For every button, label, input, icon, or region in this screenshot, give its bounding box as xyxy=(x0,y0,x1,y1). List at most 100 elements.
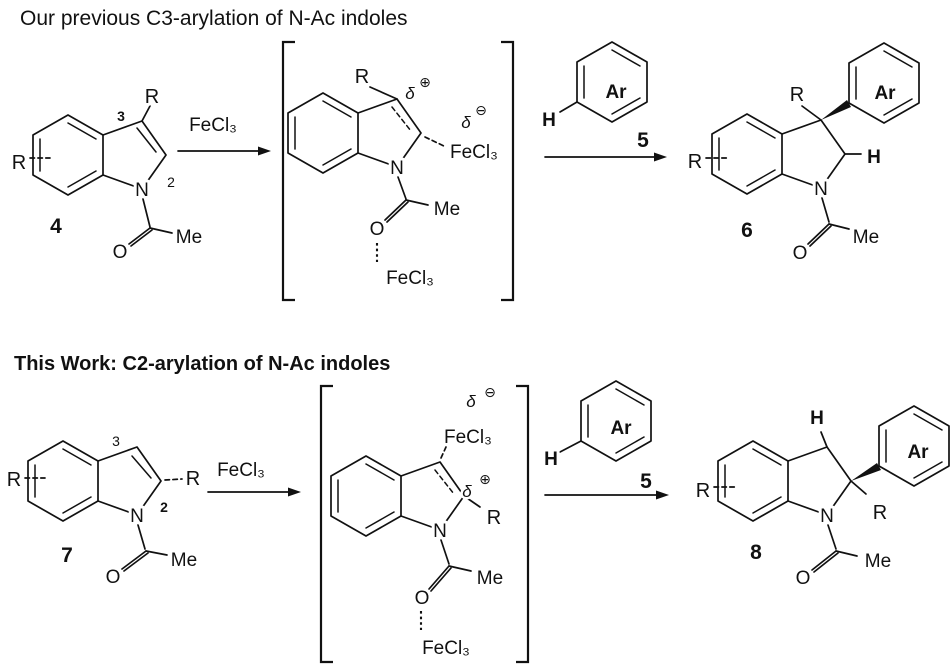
delta-symbol: δ xyxy=(461,113,471,132)
n-atom-label: N xyxy=(814,179,828,200)
n-acetyl-bond xyxy=(137,524,146,550)
carbonyl-double-bond xyxy=(121,550,149,572)
c-me-bond xyxy=(405,199,429,206)
compound-number-5: 5 xyxy=(637,129,649,152)
pyrrole-ring xyxy=(102,120,167,190)
n-acetyl-bond xyxy=(142,198,151,228)
ar-label: Ar xyxy=(907,442,929,463)
me-group-label: Me xyxy=(853,227,879,248)
ar-benzene-double-bonds xyxy=(885,413,943,479)
ar-benzene-ring xyxy=(580,380,652,462)
arrow-head-icon xyxy=(288,487,301,497)
c2-r-bond xyxy=(463,495,481,508)
pyrrolidine-ring xyxy=(787,446,852,516)
benzene-double-bonds xyxy=(34,448,92,514)
carbonyl-double-bond xyxy=(384,199,409,223)
n-acetyl-bond xyxy=(397,176,407,200)
c2-fecl3-bond xyxy=(424,136,447,148)
c3-r-bond xyxy=(801,105,822,121)
position-2-label: 2 xyxy=(167,174,175,190)
circled-plus-icon: ⊕ xyxy=(419,74,431,90)
arene-addition-bottom: Ar H 5 xyxy=(541,380,669,500)
n-atom-label: N xyxy=(390,158,404,179)
delta-symbol: δ xyxy=(405,84,415,103)
pyrrolidine-ring xyxy=(781,119,846,189)
c3-ar-wedge-bond xyxy=(821,100,851,120)
me-group-label: Me xyxy=(176,227,202,248)
benzene-ring xyxy=(287,92,359,174)
n-atom-label: N xyxy=(130,506,144,527)
ar-benzene-double-bonds xyxy=(587,388,645,454)
o-atom-label: O xyxy=(113,242,128,263)
r-group-label: R xyxy=(688,151,702,173)
benzene-ring xyxy=(27,440,99,522)
c-me-bond xyxy=(835,550,858,557)
c2-c3-double-bond xyxy=(136,127,157,153)
h-atom-label: H xyxy=(542,110,556,131)
circled-minus-icon: ⊖ xyxy=(475,102,487,118)
n-atom-label: N xyxy=(135,180,149,201)
carbonyl-double-bond xyxy=(807,223,832,247)
arrow-head-icon xyxy=(654,152,667,162)
carbonyl-double-bond xyxy=(428,565,452,592)
circled-plus-icon: ⊕ xyxy=(479,471,491,487)
delta-symbol: δ xyxy=(466,392,476,411)
ar-label: Ar xyxy=(610,418,632,439)
compound-number-5: 5 xyxy=(640,470,652,493)
c-me-bond xyxy=(448,565,472,572)
carbonyl-double-bond xyxy=(128,227,153,247)
compound-number-4: 4 xyxy=(50,215,62,238)
ar-benzene-ring xyxy=(878,405,950,487)
ar-benzene-ring xyxy=(576,41,648,123)
o-atom-label: O xyxy=(796,568,811,589)
o-fecl3-label: FeCl₃ xyxy=(386,268,434,289)
o-atom-label: O xyxy=(106,567,121,588)
o-atom-label: O xyxy=(415,588,430,609)
scheme-previous-work: Our previous C3-arylation of N-Ac indole… xyxy=(9,7,920,302)
ar-label: Ar xyxy=(874,83,896,104)
r-group-label: R xyxy=(7,469,21,491)
arrow-head-icon xyxy=(656,490,669,500)
scheme-this-work: This Work: C2-arylation of N-Ac indoles … xyxy=(4,353,950,664)
n-atom-label: N xyxy=(820,506,834,527)
compound-8: R H Ar R N O Me 8 xyxy=(693,405,950,592)
benzene-double-bonds xyxy=(718,121,776,187)
intermediate-complex-bottom: FeCl₃ δ ⊖ δ ⊕ R N O Me FeCl₃ xyxy=(319,382,530,664)
compound-number-7: 7 xyxy=(61,544,73,567)
compound-number-8: 8 xyxy=(750,541,762,564)
c3-fecl3-label: FeCl₃ xyxy=(444,427,492,448)
benzene-ring xyxy=(32,114,104,196)
position-3-label: 3 xyxy=(112,433,120,449)
reagent-arrow-top: FeCl₃ xyxy=(177,112,271,156)
scheme-bottom-title: This Work: C2-arylation of N-Ac indoles xyxy=(14,353,390,375)
benzene-double-bonds xyxy=(294,100,352,166)
o-atom-label: O xyxy=(370,219,385,240)
pyrrole-ring xyxy=(400,461,465,531)
h-ar-bond xyxy=(559,101,578,113)
me-group-label: Me xyxy=(434,199,460,220)
position-3-label: 3 xyxy=(117,108,125,124)
c2-fecl3-label: FeCl₃ xyxy=(450,142,498,163)
compound-number-6: 6 xyxy=(741,219,753,242)
benzene-double-bonds xyxy=(39,122,97,188)
c2-r-group-label: R xyxy=(487,507,501,529)
c3-r-bond xyxy=(141,105,151,122)
c3-r-group-label: R xyxy=(790,84,804,106)
c-me-bond xyxy=(145,550,168,556)
n-acetyl-bond xyxy=(821,197,830,223)
n-atom-label: N xyxy=(433,521,447,542)
bracket-left-icon xyxy=(319,384,333,664)
ar-benzene-double-bonds xyxy=(855,50,913,116)
bracket-right-icon xyxy=(501,40,515,302)
n-acetyl-bond xyxy=(440,539,450,565)
circled-minus-icon: ⊖ xyxy=(484,384,496,400)
c3-r-group-label: R xyxy=(355,66,369,88)
c3-r-group-label: R xyxy=(145,86,159,108)
me-group-label: Me xyxy=(477,568,503,589)
arrow-head-icon xyxy=(258,146,271,156)
c3-h-bond xyxy=(820,431,828,448)
r-group-label: R xyxy=(12,152,26,174)
compound-6: R R Ar H N O Me 6 xyxy=(685,42,920,267)
h-atom-label: H xyxy=(810,408,824,429)
scheme-top-title: Our previous C3-arylation of N-Ac indole… xyxy=(20,7,408,30)
